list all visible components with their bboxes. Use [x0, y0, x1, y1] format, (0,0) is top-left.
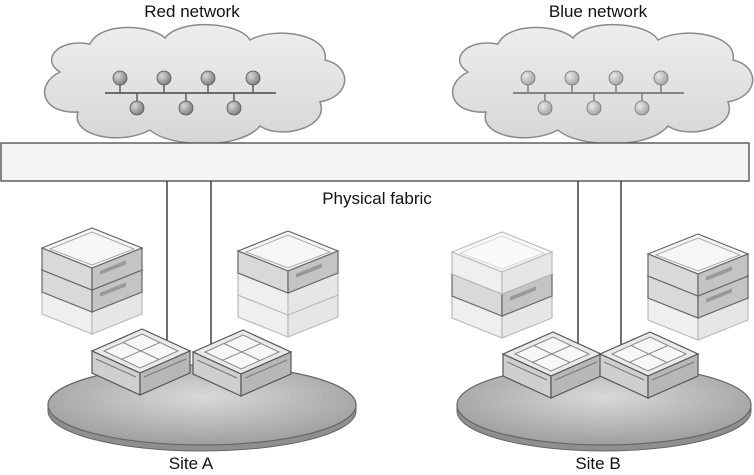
site-b-server-stack-right	[647, 233, 749, 341]
red-network-label: Red network	[144, 2, 240, 21]
fabric-links	[166, 181, 622, 355]
blue-network-cloud	[451, 23, 754, 145]
red-network-cloud	[43, 23, 346, 145]
cloud-shape	[43, 23, 346, 145]
blue-network-label: Blue network	[549, 2, 648, 21]
site-a-label: Site A	[169, 454, 214, 473]
physical-fabric-bar	[0, 142, 750, 182]
site-a-server-stack-left	[41, 227, 143, 335]
site-b-label: Site B	[575, 454, 620, 473]
site-a-server-stack-right	[237, 230, 339, 338]
physical-fabric-label: Physical fabric	[322, 189, 432, 208]
site-b-server-stack-left	[451, 231, 553, 339]
cloud-shape	[451, 23, 754, 145]
